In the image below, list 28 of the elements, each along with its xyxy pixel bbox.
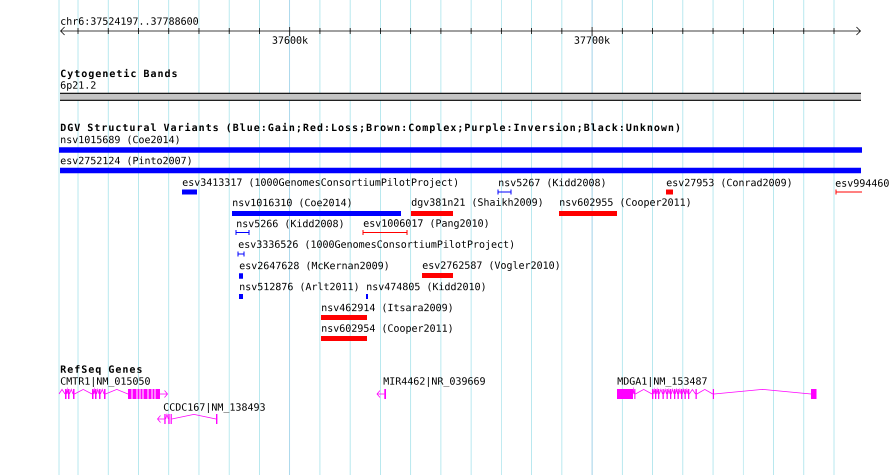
variant-label: esv3336526 (1000GenomesConsortiumPilotProject)	[238, 240, 514, 250]
band-label: 6p21.2	[60, 81, 96, 91]
variant-label: nsv602955 (Cooper2011)	[560, 198, 690, 208]
region-label: chr6:37524197..37788600	[61, 17, 198, 25]
variant-label: nsv5266 (Kidd2008)	[237, 220, 342, 228]
variant-label: esv2762587 (Vogler2010)	[422, 261, 559, 271]
variant-label: nsv462914 (Itsara2009)	[322, 304, 452, 312]
variant-label: nsv512876 (Arlt2011)	[240, 282, 358, 292]
variant-label: nsv474805 (Kidd2010)	[367, 282, 485, 292]
tick-label: 37700k	[574, 36, 610, 44]
variant-label: nsv1015689 (Coe2014)	[61, 136, 179, 144]
variant-label: nsv5267 (Kidd2008)	[499, 178, 604, 188]
variant-label: esv2752124 (Pinto2007)	[60, 156, 191, 166]
variant-label: nsv602954 (Cooper2011)	[322, 324, 452, 334]
track-heading: Cytogenetic Bands	[60, 68, 177, 80]
gene-label: CMTR1|NM_015050	[60, 377, 150, 387]
variant-label: dgv381n21 (Shaikh2009)	[412, 198, 542, 208]
variant-label: esv2647628 (McKernan2009)	[240, 262, 388, 270]
variant-label: esv27953 (Conrad2009)	[666, 178, 791, 188]
variant-label: esv994460	[836, 179, 889, 187]
gene-label: MDGA1|NM_153487	[618, 377, 707, 387]
gene-label: CCDC167|NM_138493	[164, 403, 265, 413]
tick-label: 37600k	[272, 36, 308, 44]
variant-label: esv1006017 (Pang2010)	[364, 219, 488, 229]
variant-label: esv3413317 (1000GenomesConsortiumPilotProject)	[182, 178, 458, 188]
variant-label: nsv1016310 (Coe2014)	[233, 198, 351, 208]
track-heading: DGV Structural Variants (Blue:Gain;Red:Loss;Brown:Complex;Purple:Inversion;Black:Unknown)	[60, 122, 680, 134]
gene-label: MIR4462|NR_039669	[384, 377, 485, 387]
